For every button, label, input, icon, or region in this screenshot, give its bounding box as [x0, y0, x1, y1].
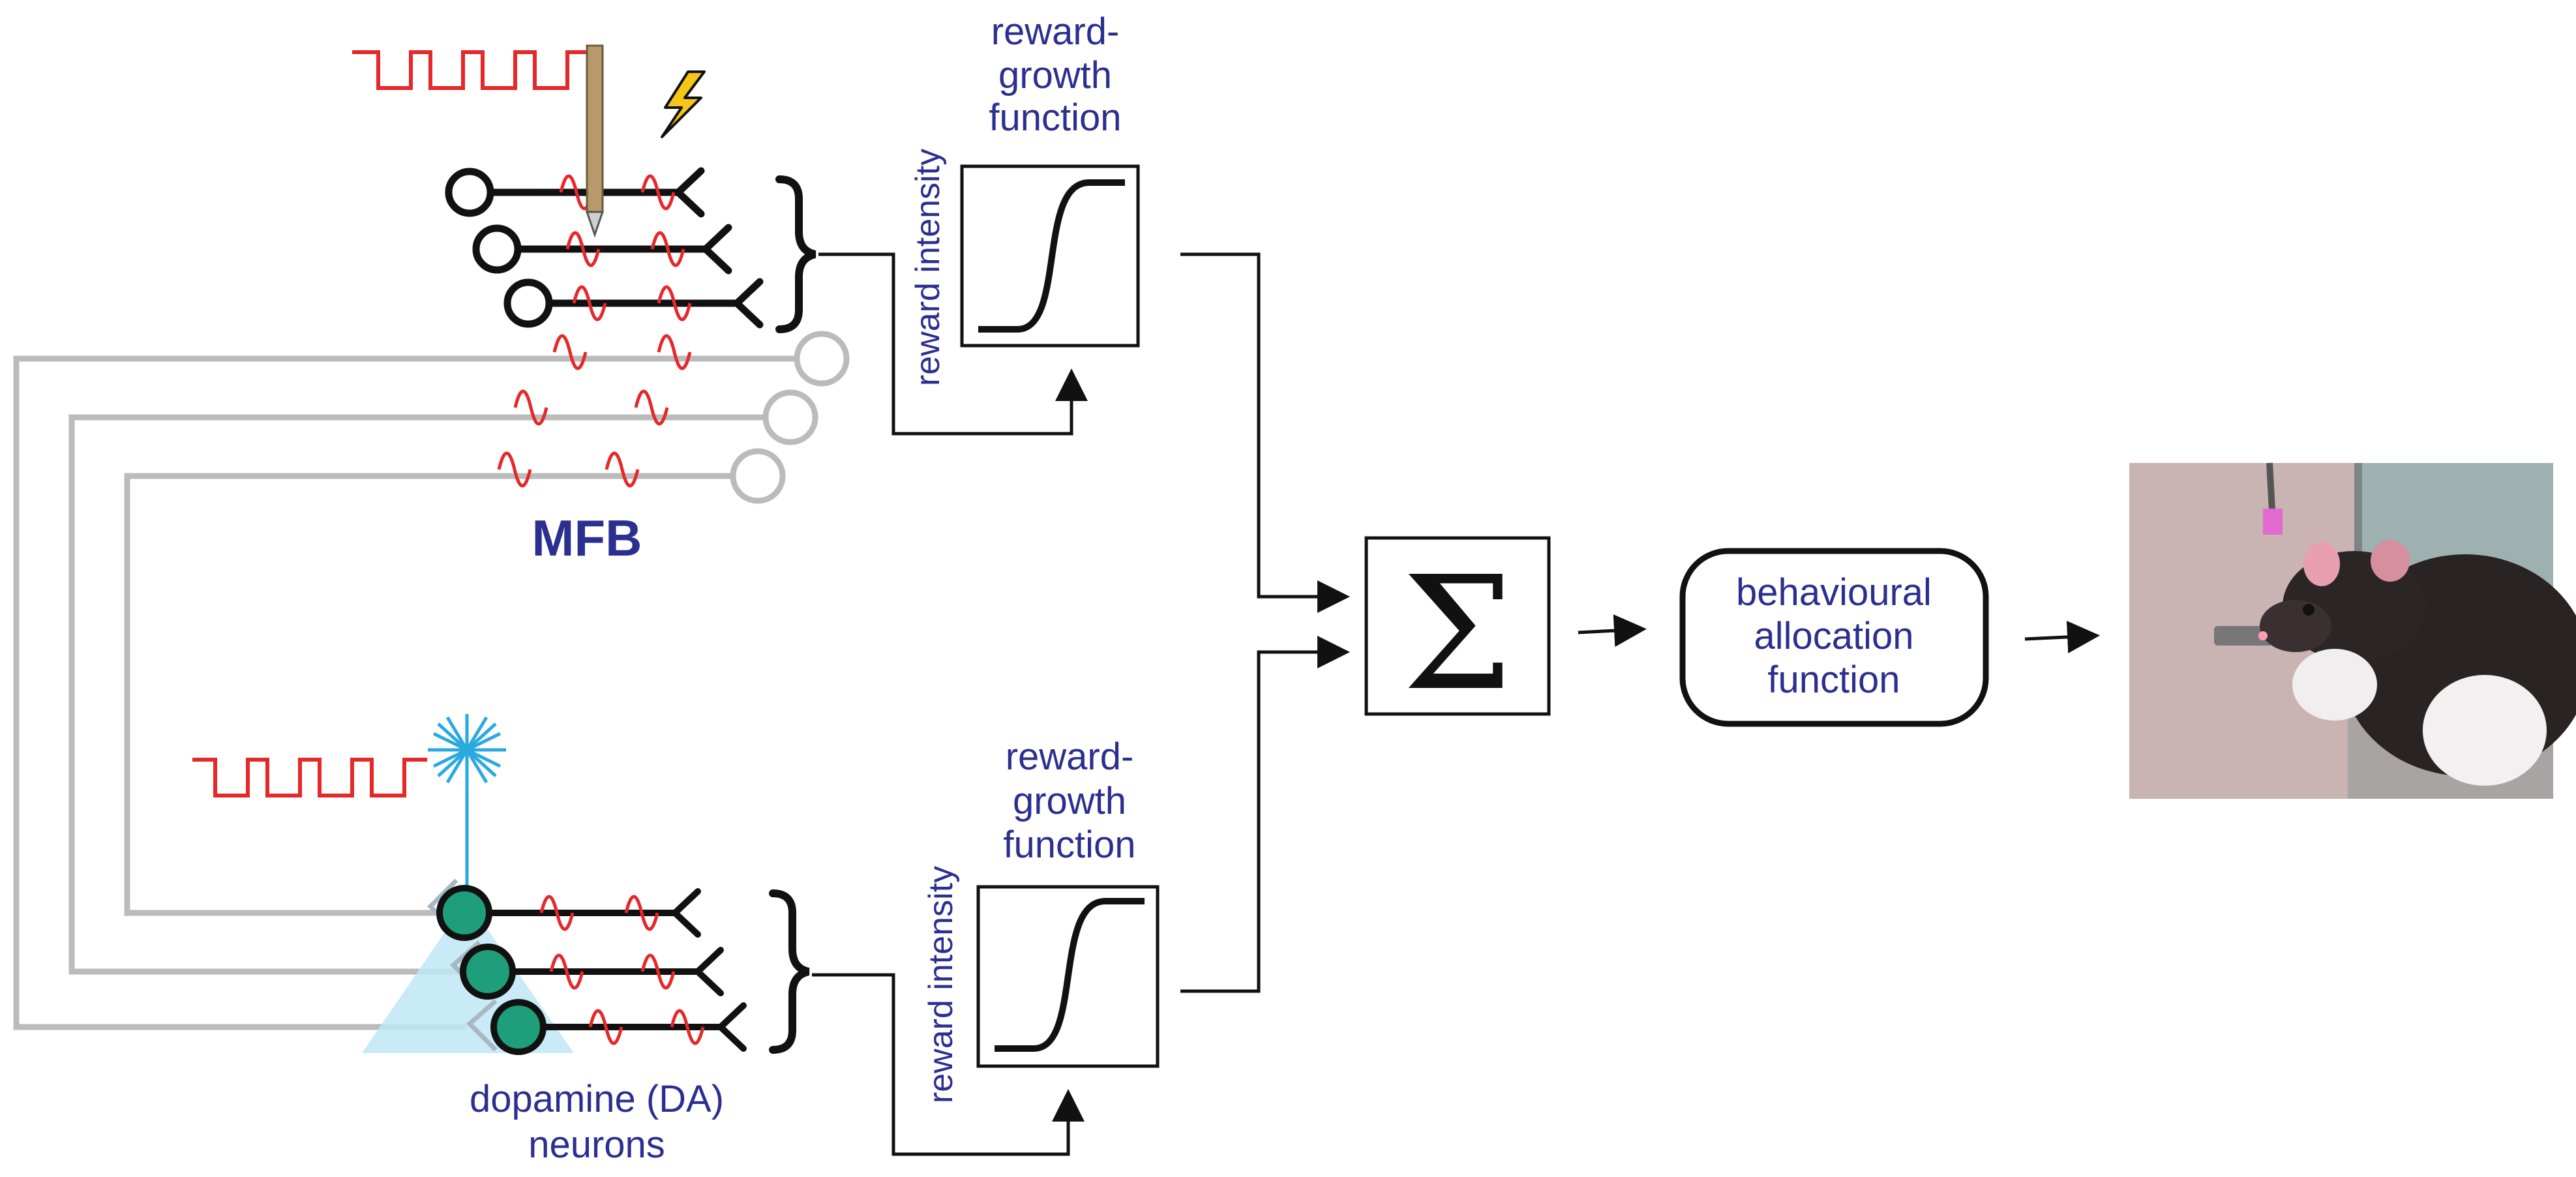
behav-to-rat [2024, 620, 2100, 653]
da-axon-middle [68, 414, 763, 975]
rg-bottom-box [976, 885, 1160, 1068]
gray-soma-3 [730, 448, 786, 504]
brace-bottom [769, 889, 810, 1054]
da-soma-1 [436, 885, 492, 941]
rg-bottom-to-sum [1180, 636, 1350, 993]
lightning-icon [661, 70, 706, 138]
rat-photo [2129, 462, 2576, 799]
rg-bottom-title-3: function [1003, 824, 1135, 866]
gray-soma-2 [762, 389, 818, 445]
rg-top-sigmoid [978, 179, 1125, 333]
da-action-potentials [539, 895, 705, 1045]
pulse-train-bottom [192, 758, 427, 797]
behav-box [1679, 548, 1989, 727]
rg-top-to-sum [1180, 252, 1350, 613]
mfb-soma-1 [445, 168, 494, 217]
sum-box [1364, 536, 1551, 716]
da-axon-outer [13, 355, 796, 1030]
pulse-train-top [352, 50, 593, 90]
rg-top-title-2: growth [998, 54, 1112, 97]
da-neurons [436, 885, 747, 1055]
da-axon-inner [124, 473, 730, 916]
da-soma-3 [490, 999, 547, 1055]
da-label-line1: dopamine (DA) [470, 1078, 724, 1120]
rg-bottom-axis-label: reward intensity [922, 866, 960, 1103]
sum-to-behav [1578, 614, 1647, 648]
behav-label-2: allocation [1754, 615, 1913, 657]
rg-bottom-title-2: growth [1013, 780, 1126, 822]
da-axon-lines [13, 355, 796, 1030]
da-label-line2: neurons [528, 1124, 665, 1166]
brace-top [775, 175, 816, 333]
brace-top-to-rg-top [818, 252, 1088, 436]
laser-starburst-icon [428, 714, 506, 903]
behav-label-1: behavioural [1736, 571, 1932, 614]
rg-bottom-title-1: reward- [1006, 736, 1134, 778]
connectors [812, 252, 2100, 1156]
electrode-icon [585, 44, 605, 238]
mfb-neurons [445, 167, 764, 329]
brace-bottom-to-rg-bottom [812, 973, 1085, 1156]
rg-bottom-sigmoid [995, 898, 1145, 1052]
behav-label-3: function [1767, 659, 1900, 701]
da-soma-2 [460, 944, 516, 1000]
mfb-label: MFB [532, 509, 642, 567]
rg-top-title-1: reward- [991, 10, 1120, 53]
rg-top-title-3: function [989, 97, 1121, 139]
mfb-gray-somas [730, 331, 850, 504]
sum-symbol: Σ [1402, 543, 1513, 725]
mfb-soma-2 [472, 224, 522, 274]
rg-top-axis-label: reward intensity [909, 149, 947, 386]
gray-soma-1 [794, 331, 850, 387]
mfb-soma-3 [503, 278, 553, 328]
